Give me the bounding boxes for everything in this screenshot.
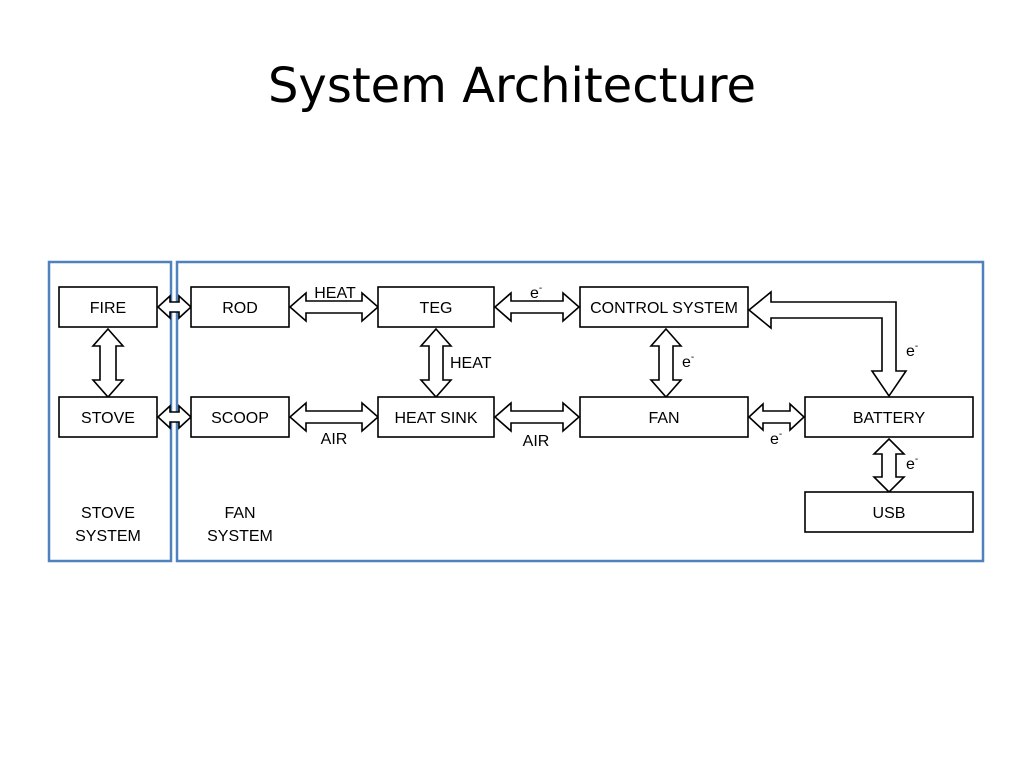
control-battery-arrow [747,290,908,398]
battery-usb-arrow [872,437,906,494]
rod-block [190,286,290,328]
fan-block [579,396,749,438]
scoop-heatsink-flow-label: AIR [321,431,348,448]
scoop-label: SCOOP [211,410,269,427]
control-system-block [579,286,749,328]
teg-label: TEG [420,300,453,317]
scoop-block [190,396,290,438]
fire-stove-arrow [91,327,125,399]
stove-block [58,396,158,438]
heatsink-fan-flow-label: AIR [523,433,550,450]
teg-control-arrow [493,291,581,323]
stove-label: STOVE [81,410,135,427]
battery-block [804,396,974,438]
fan-battery-arrow [747,402,806,432]
fan-battery-electron-label: e- [770,429,782,448]
fire-rod-arrow [156,294,193,320]
rod-teg-flow-label: HEAT [314,285,356,302]
fire-block [58,286,158,328]
slide-title: System Architecture [267,58,757,114]
battery-label: BATTERY [853,410,926,427]
rod-label: ROD [222,300,258,317]
control-fan-electron-label: e- [682,352,694,371]
usb-block [804,491,974,533]
stove-system-label-line2: SYSTEM [75,528,141,545]
fan-system-label: FAN [224,505,255,522]
fire-label: FIRE [90,300,126,317]
control-fan-arrow [649,327,683,399]
teg-heatsink-arrow [419,327,453,399]
teg-heatsink-flow-label: HEAT [450,355,492,372]
fan-label: FAN [648,410,679,427]
heat-sink-block [377,396,495,438]
stove-system-label: STOVE [81,505,135,522]
heatsink-fan-arrow [493,401,581,433]
stove-scoop-arrow [156,404,193,430]
heat-sink-label: HEAT SINK [395,410,478,427]
usb-label: USB [873,505,906,522]
control-system-label: CONTROL SYSTEM [590,300,738,317]
scoop-heatsink-arrow [288,401,380,433]
battery-usb-electron-label: e- [906,454,918,473]
fan-system-label-line2: SYSTEM [207,528,273,545]
teg-control-electron-label: e- [530,283,542,302]
teg-block [377,286,495,328]
control-battery-electron-label: e- [906,341,918,360]
